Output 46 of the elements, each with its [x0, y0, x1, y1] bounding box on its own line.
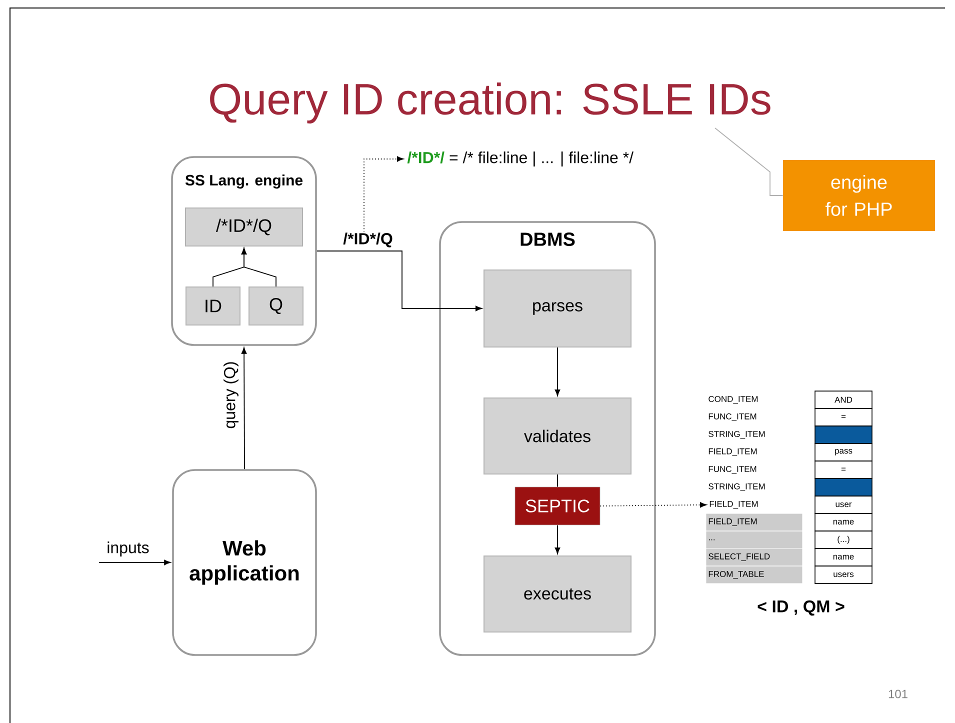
row-label: SELECT_FIELD: [706, 548, 802, 566]
edge-label: query (Q): [222, 360, 240, 430]
table-cell: =: [814, 408, 872, 426]
row-label: FIELD_ITEM: [706, 514, 802, 531]
row-label: ...: [706, 531, 802, 548]
arrow: [98, 560, 171, 566]
tuple-label: < ID , QM >: [758, 600, 844, 616]
arrow: [241, 347, 247, 470]
filter-box: SEPTIC: [514, 486, 600, 526]
arrow: [554, 524, 560, 554]
row-label: FUNC_ITEM: [708, 413, 756, 422]
row-label: FIELD_ITEM: [710, 501, 758, 509]
table-cell: pass: [814, 443, 872, 462]
connector-line: [714, 128, 784, 196]
arrow: [241, 248, 276, 287]
callout-box: engine for PHP: [783, 160, 936, 231]
page-number: 101: [888, 690, 908, 698]
process-box: parses: [484, 270, 632, 348]
table-cell: (...): [814, 530, 872, 549]
table-cell: AND: [814, 390, 872, 409]
application-box: Web application: [172, 469, 317, 656]
title: Query ID creation: SSLE IDs: [210, 82, 770, 124]
arrow: [600, 502, 707, 508]
table-cell: name: [814, 548, 872, 566]
row-label: STRING_ITEM: [708, 431, 765, 439]
process-box: Q: [248, 286, 304, 326]
row-label: STRING_ITEM: [708, 483, 765, 492]
table-cell: =: [814, 460, 872, 479]
row-label: FROM_TABLE: [706, 566, 802, 584]
row-label: COND_ITEM: [708, 396, 758, 404]
table-cell: user: [814, 496, 872, 514]
table-cell: name: [814, 513, 872, 532]
arrow: [364, 156, 404, 232]
edge-label: inputs: [106, 540, 150, 558]
edge-label: /*ID*/Q: [342, 232, 394, 248]
process-box: validates: [484, 398, 632, 474]
process-box: ID: [186, 286, 240, 326]
connector-line: [557, 474, 558, 488]
table-cell: users: [814, 566, 872, 584]
process-box: executes: [484, 556, 632, 632]
arrow: [554, 347, 560, 396]
process-box: /*ID*/Q: [185, 208, 303, 246]
row-label: FUNC_ITEM: [708, 466, 756, 474]
row-label: FIELD_ITEM: [708, 448, 757, 456]
note-text: /*ID*/ = /* file:line | ... | file:line */: [407, 152, 634, 166]
arrow: [316, 250, 482, 312]
